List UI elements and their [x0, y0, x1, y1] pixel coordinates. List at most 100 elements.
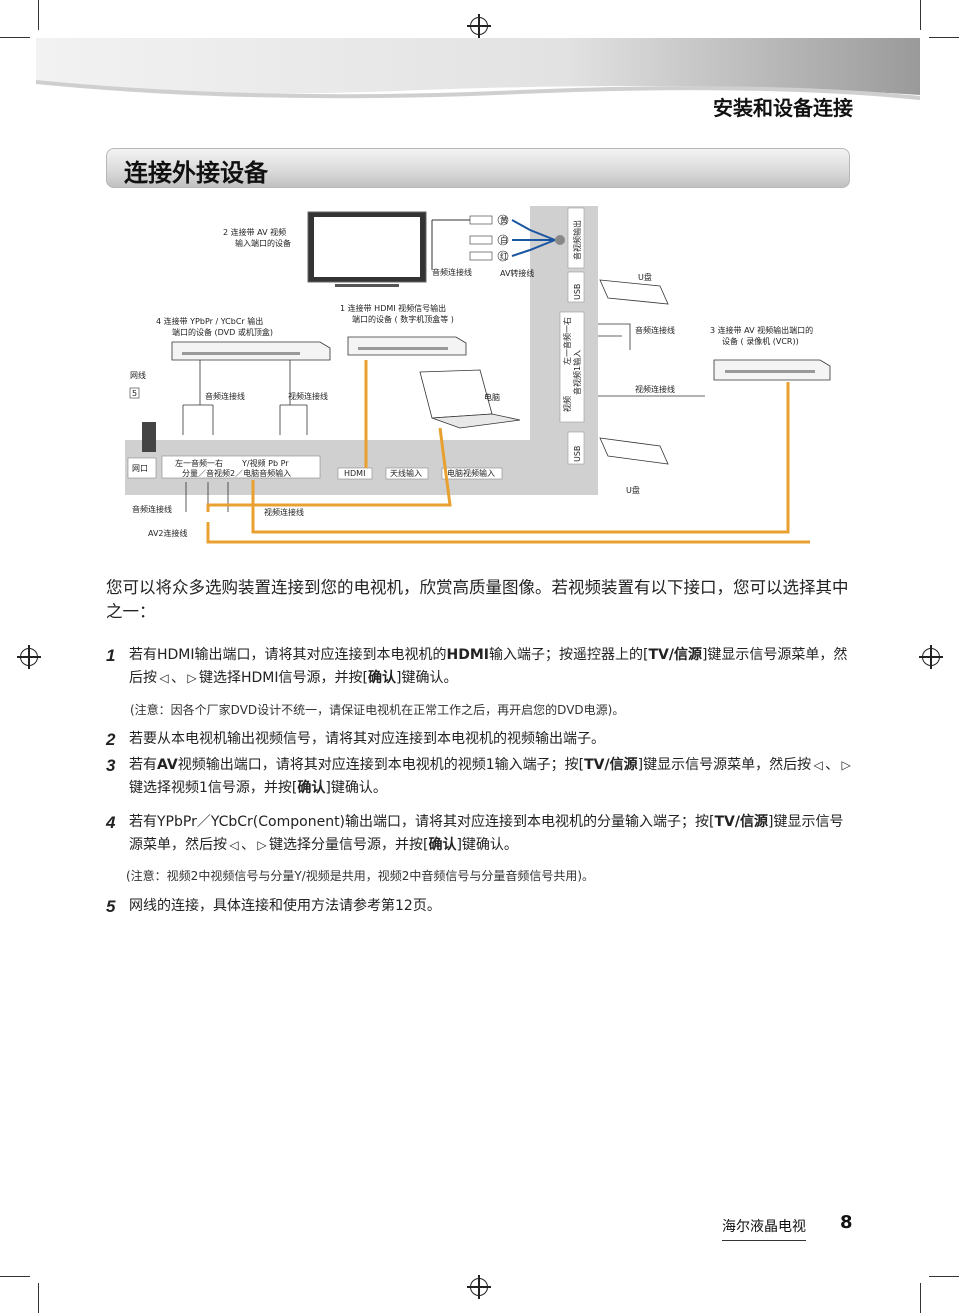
network-plug-icon [142, 422, 156, 452]
label-av-adapter: AV转接线 [500, 268, 534, 278]
port-component-label: 分量／音视频2／电脑音频输入 [182, 468, 291, 478]
side-label-av-in: 左一音频一右 [562, 317, 572, 365]
crop-mark [0, 37, 30, 38]
list-item: 2 若要从本电视机输出视频信号，请将其对应连接到本电视机的视频输出端子。 [106, 728, 856, 751]
av-in-port [559, 311, 585, 423]
component-port-block [161, 455, 321, 479]
list-item: 4 若有YPbPr／YCbCr(Component)输出端口，请将其对应连接到本… [106, 811, 856, 857]
label-video-cable-bottom: 视频连接线 [264, 507, 304, 517]
crop-mark [929, 37, 959, 38]
crop-mark [929, 1276, 959, 1277]
crop-mark [38, 0, 39, 30]
label-num5: 5 [132, 389, 137, 398]
label-vcr-dev: 3 连接带 AV 视频输出端口的 [710, 325, 813, 335]
orange-cable-group [206, 360, 810, 544]
label-video-cable-mid: 视频连接线 [288, 391, 328, 401]
usb-port-top [567, 271, 585, 303]
connection-diagram: 音视频输出 USB 左一音频一右 音视频1输入 视频 USB 网口 左一音频一右… [125, 206, 831, 544]
label-audio-cable-right: 音频连接线 [635, 325, 675, 335]
left-arrow-icon: ◁ [159, 671, 169, 685]
item-number: 4 [106, 813, 116, 832]
note-dvd: (注意：因各个厂家DVD设计不统一，请保证电视机在正常工作之后，再开启您的DVD… [130, 703, 625, 717]
side-label-av-in2: 音视频1输入 [572, 350, 582, 395]
side-label-video: 视频 [562, 396, 572, 412]
side-label-av-out: 音视频输出 [572, 220, 582, 260]
section-title: 安装和设备连接 [713, 96, 853, 120]
label-av2-cable: AV2连接线 [148, 528, 188, 538]
label-video-cable-right: 视频连接线 [635, 384, 675, 394]
lan-port [127, 457, 157, 479]
footer-brand: 海尔液晶电视 [722, 1216, 806, 1241]
item-number: 2 [106, 730, 116, 749]
crop-mark [38, 1283, 39, 1313]
title-banner: 连接外接设备 [106, 148, 850, 188]
list-item: 5 网线的连接，具体连接和使用方法请参考第12页。 [106, 895, 856, 918]
av-out-port [567, 207, 585, 269]
laptop-icon [419, 369, 521, 429]
left-arrow-icon: ◁ [229, 838, 239, 852]
mark-white: 白 [500, 235, 508, 245]
registration-mark-icon [17, 645, 41, 669]
lan-port-label: 网口 [132, 464, 148, 473]
side-label-usb: USB [573, 284, 582, 300]
label-hdmi-dev-b: 端口的设备 ( 数字机顶盒等 ) [352, 314, 454, 324]
item-text: 若有HDMI输出端口，请将其对应连接到本电视机的HDMI输入端子；按遥控器上的[… [129, 644, 856, 690]
mark-red: 红 [500, 251, 508, 261]
set-top-box-icon [347, 336, 467, 356]
pc-port-label: 电脑视频输入 [447, 468, 495, 478]
item-text: 若有YPbPr／YCbCr(Component)输出端口，请将其对应连接到本电视… [129, 811, 856, 857]
crop-mark [920, 1283, 921, 1313]
label-network-cable: 网线 [130, 370, 146, 380]
antenna-port-label: 天线输入 [390, 468, 422, 478]
mark-yellow: 黄 [500, 215, 508, 225]
label-audio-cable-top: 音频连接线 [432, 267, 472, 277]
hdmi-port-label: HDMI [344, 469, 365, 478]
intro-paragraph: 您可以将众多选购装置连接到您的电视机，欣赏高质量图像。若视频装置有以下接口，您可… [106, 578, 849, 621]
crop-mark [0, 1276, 30, 1277]
label-dev2: 2 连接带 AV 视频 [223, 227, 286, 237]
port-ypbpr-label: Y/视频 Pb Pr [241, 458, 289, 468]
page-title: 连接外接设备 [124, 159, 268, 187]
right-arrow-icon: ▷ [187, 671, 197, 685]
label-ypbpr-dev: 4 连接带 YPbPr / YCbCr 输出 [156, 316, 263, 326]
item-text: 网线的连接，具体连接和使用方法请参考第12页。 [129, 898, 441, 914]
tv-screen [314, 217, 420, 277]
usb-disk-icon [599, 279, 669, 465]
note-video2: (注意：视频2中视频信号与分量Y/视频是共用，视频2中音频信号与分量音频信号共用… [126, 869, 595, 883]
label-ypbpr-dev-b: 端口的设备 (DVD 或机顶盒) [172, 327, 273, 337]
item-number: 1 [106, 646, 116, 665]
registration-mark-icon [467, 14, 491, 38]
label-hdmi-dev: 1 连接带 HDMI 视频信号输出 [340, 303, 446, 313]
item-text: 若有AV视频输出端口，请将其对应连接到本电视机的视频1输入端子；按[TV/信源]… [129, 754, 856, 800]
item-number: 5 [106, 897, 116, 916]
label-audio-cable-mid: 音频连接线 [205, 391, 245, 401]
usb-port-bottom [567, 431, 585, 465]
antenna-port [385, 467, 429, 480]
side-label-usb2: USB [573, 446, 582, 462]
list-item: 1 若有HDMI输出端口，请将其对应连接到本电视机的HDMI输入端子；按遥控器上… [106, 644, 856, 690]
registration-mark-icon [467, 1275, 491, 1299]
left-arrow-icon: ◁ [813, 758, 823, 772]
label-vcr-dev-b: 设备 ( 录像机 (VCR)) [722, 336, 799, 346]
tv-stand [335, 284, 399, 287]
header-swoosh [35, 38, 921, 100]
label-usb-disk2: U盘 [626, 485, 640, 495]
hdmi-port [337, 467, 373, 480]
av-adapter-icon [431, 214, 565, 270]
label-audio-cable-bottom: 音频连接线 [132, 504, 172, 514]
right-arrow-icon: ▷ [257, 838, 267, 852]
label-computer: 电脑 [484, 392, 500, 402]
item-number: 3 [106, 756, 116, 775]
vcr-icon [713, 359, 831, 381]
registration-mark-icon [919, 645, 943, 669]
label-dev2b: 输入端口的设备 [235, 238, 291, 248]
label-usb-disk: U盘 [638, 272, 652, 282]
port-lr-label: 左一音频一右 [175, 458, 223, 468]
dvd-player-icon [171, 341, 331, 361]
right-arrow-icon: ▷ [841, 758, 851, 772]
pc-port [441, 467, 503, 480]
page-number: 8 [840, 1212, 853, 1233]
crop-mark [920, 0, 921, 30]
list-item: 3 若有AV视频输出端口，请将其对应连接到本电视机的视频1输入端子；按[TV/信… [106, 754, 856, 800]
item-text: 若要从本电视机输出视频信号，请将其对应连接到本电视机的视频输出端子。 [129, 731, 605, 747]
